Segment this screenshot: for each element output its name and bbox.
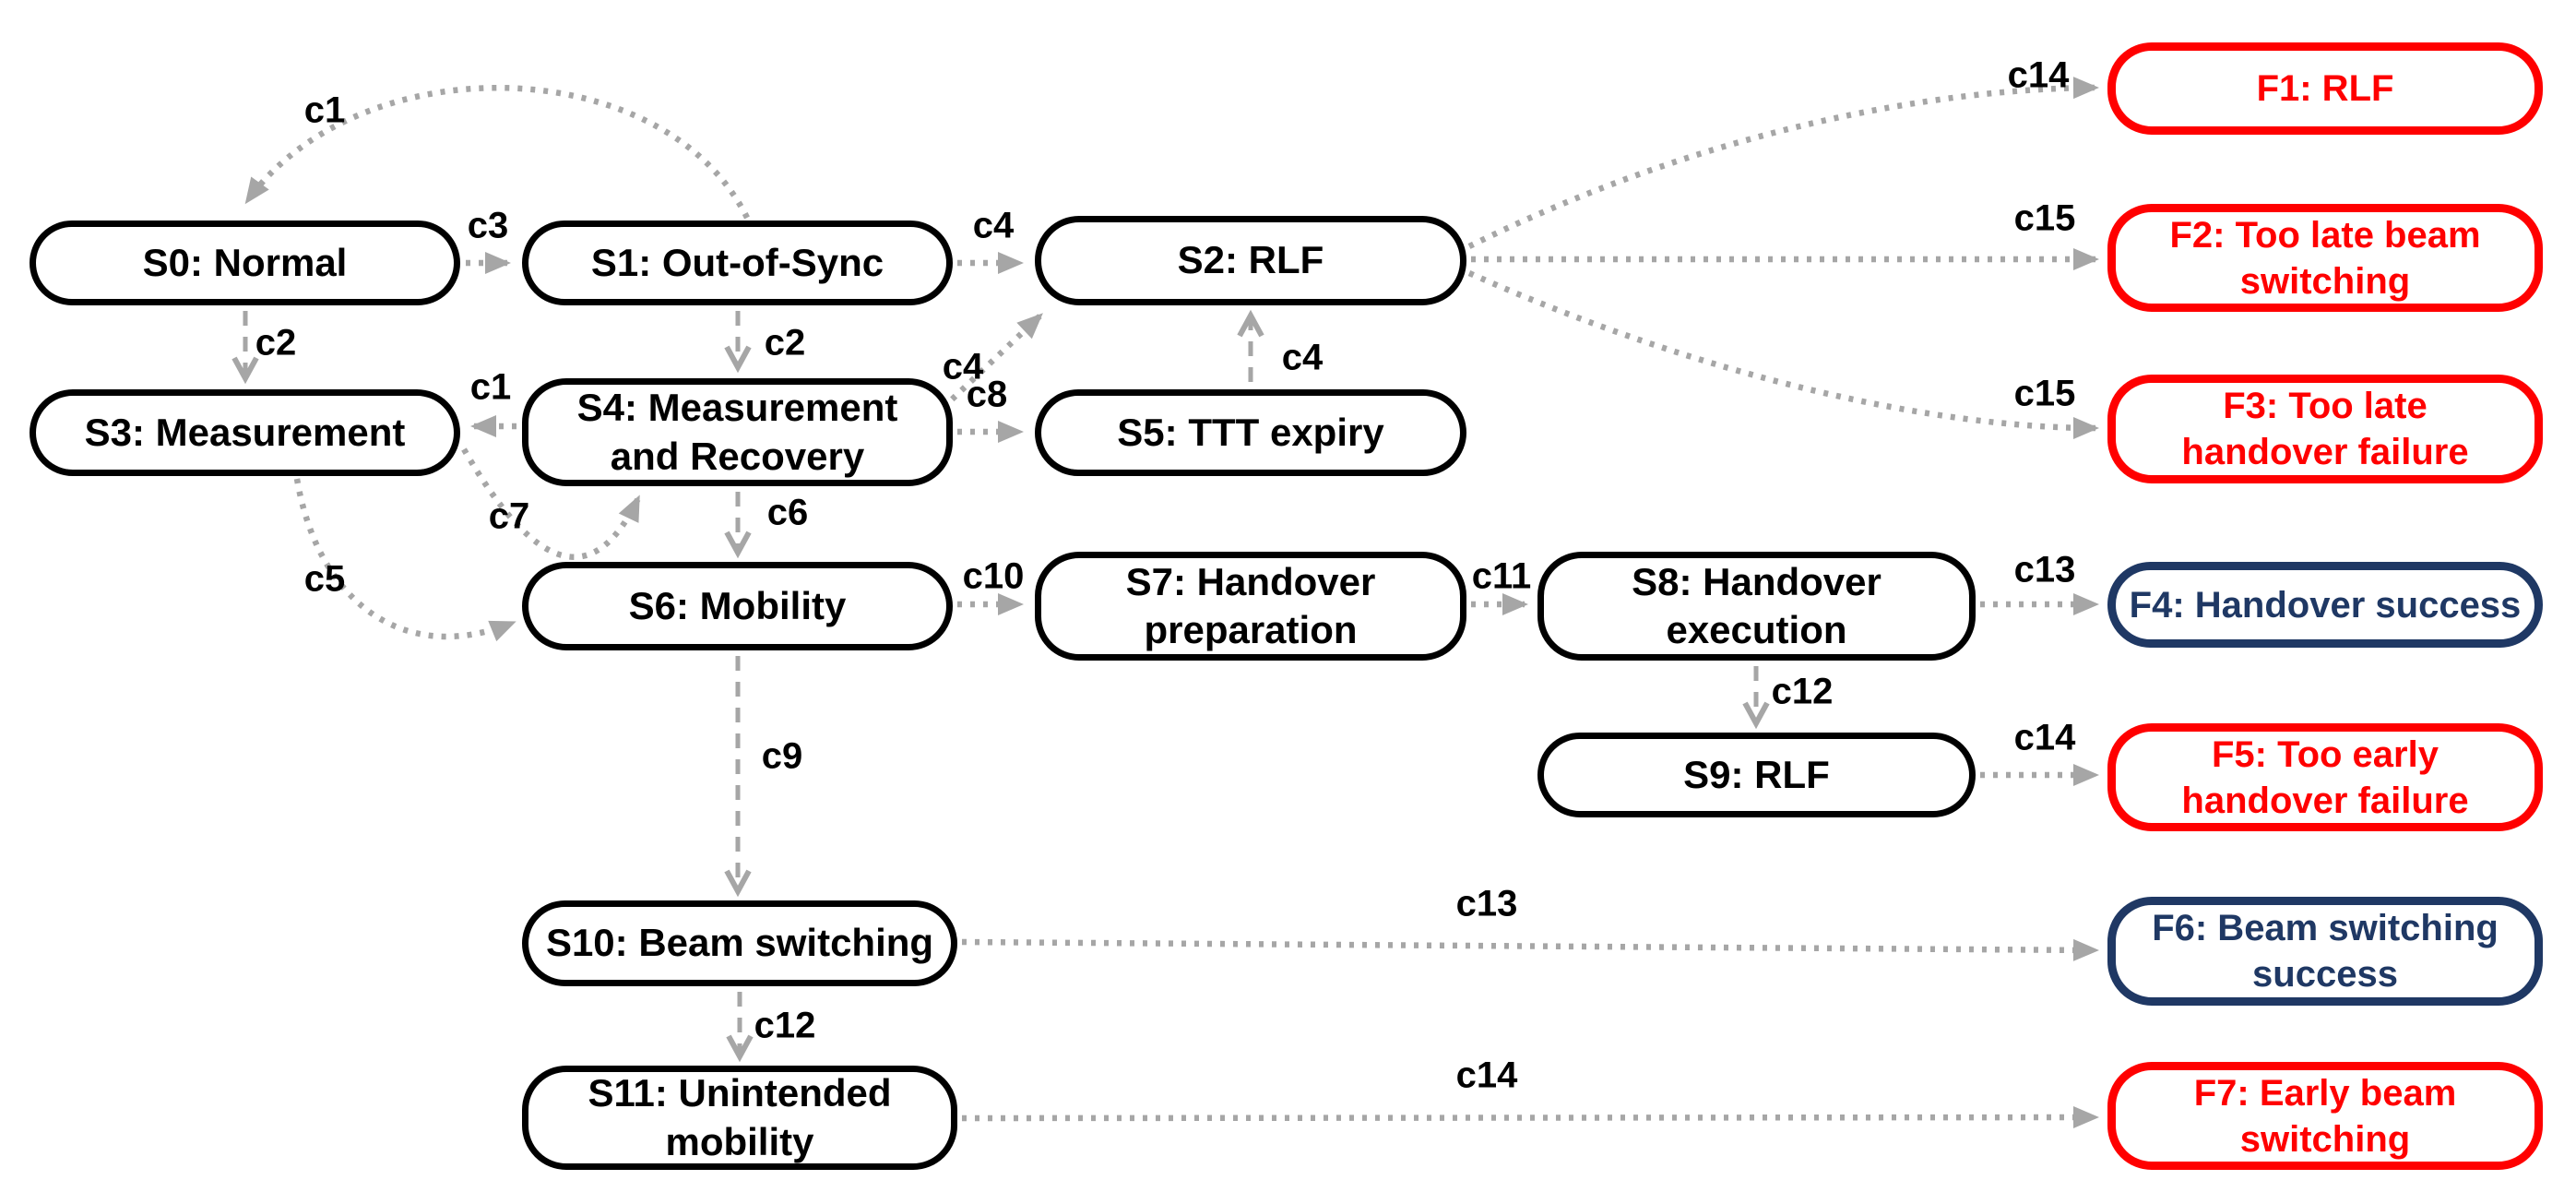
node-s10: S10: Beam switching <box>522 900 957 986</box>
node-s11: S11: Unintended mobility <box>522 1066 957 1170</box>
edge-label-c14-s9-f5: c14 <box>2013 717 2076 758</box>
edge-label-c5-s3-s6: c5 <box>303 558 346 600</box>
edge-label-c13-s8-f4: c13 <box>2013 549 2076 590</box>
node-s4: S4: Measurement and Recovery <box>522 378 953 486</box>
node-s7: S7: Handover preparation <box>1035 552 1466 661</box>
edge-label-c12-s8-s9: c12 <box>1771 671 1834 712</box>
edge-label-c4-s5-s2: c4 <box>1281 337 1324 378</box>
edge-label-c8-s4-s5: c8 <box>966 374 1008 415</box>
node-f2: F2: Too late beam switching <box>2107 204 2543 312</box>
edge-label-c1-s1-s0: c1 <box>303 89 346 131</box>
node-s9: S9: RLF <box>1537 733 1976 817</box>
node-f7: F7: Early beam switching <box>2107 1062 2543 1170</box>
node-f5: F5: Too early handover failure <box>2107 723 2543 831</box>
node-f6: F6: Beam switching success <box>2107 897 2543 1006</box>
node-s8: S8: Handover execution <box>1537 552 1976 661</box>
edge-label-c7-s3-s4: c7 <box>488 495 530 537</box>
edge-label-c15-s2-f3: c15 <box>2013 373 2076 414</box>
edge-label-c2-s1-s4: c2 <box>764 322 806 364</box>
edge-label-c9-s6-s10: c9 <box>761 735 803 777</box>
node-f1: F1: RLF <box>2107 42 2543 135</box>
edge-label-c4-s4-s2: c4 <box>942 346 984 387</box>
node-s0: S0: Normal <box>30 221 460 305</box>
edge-c14-s2-f1 <box>1467 77 2099 249</box>
edge-label-c4-s1-s2: c4 <box>972 205 1015 246</box>
node-s1: S1: Out-of-Sync <box>522 221 953 305</box>
edge-c5-s3-s6 <box>293 478 516 642</box>
edge-label-c14-s11-f7: c14 <box>1455 1055 1518 1096</box>
node-s3: S3: Measurement <box>30 389 460 476</box>
edge-label-c1-s4-s3: c1 <box>469 366 512 408</box>
node-f4: F4: Handover success <box>2107 562 2543 648</box>
edge-c1-s1-s0 <box>244 85 750 220</box>
edge-c14-s11-f7 <box>961 1106 2099 1129</box>
node-s6: S6: Mobility <box>522 562 953 650</box>
edge-label-c13-s10-f6: c13 <box>1455 883 1518 924</box>
edge-label-c2-s0-s3: c2 <box>255 322 297 364</box>
edge-label-c15-s2-f2: c15 <box>2013 197 2076 239</box>
edge-c15-s2-f3 <box>1467 270 2099 439</box>
edge-c13-s10-f6 <box>961 938 2099 961</box>
edge-label-c12-s10-s11: c12 <box>754 1005 816 1046</box>
node-s5: S5: TTT expiry <box>1035 389 1466 476</box>
node-s2: S2: RLF <box>1035 216 1466 305</box>
edge-label-c6-s4-s6: c6 <box>766 492 809 533</box>
edge-label-c3-s0-s1: c3 <box>467 205 509 246</box>
edge-label-c14-s2-f1: c14 <box>2007 54 2070 96</box>
edge-label-c11-s7-s8: c11 <box>1471 555 1532 597</box>
edge-label-c10-s6-s7: c10 <box>962 555 1025 597</box>
node-f3: F3: Too late handover failure <box>2107 375 2543 483</box>
